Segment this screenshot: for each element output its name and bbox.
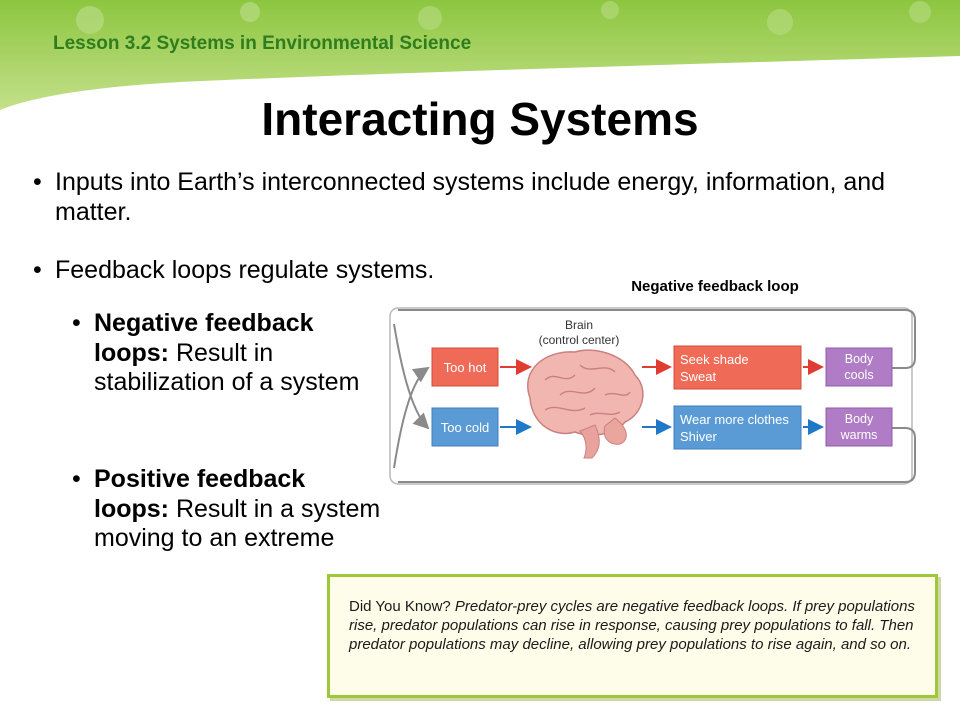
sub-bullet-term: Negative feedback loops: (94, 309, 314, 367)
feedback-path-bottom (398, 427, 916, 483)
crossing-path-1 (393, 323, 430, 430)
hot-response-label-1: Seek shade (680, 352, 749, 367)
feedback-loop-diagram: Too hot Too cold Brain (control center) … (389, 307, 916, 485)
hot-response-box (673, 345, 802, 390)
brain-illustration (527, 349, 644, 459)
bullet-text: Feedback loops regulate systems. (55, 256, 435, 284)
bullet-dot: • (33, 168, 42, 196)
brain-sublabel: (control center) (539, 333, 620, 347)
bullet-dot: • (72, 309, 81, 337)
page-title: Interacting Systems (261, 93, 699, 145)
bullet-feedback: • Feedback loops regulate systems. (33, 255, 655, 285)
sub-bullet-negative: • Negative feedback loops: Result in sta… (72, 309, 384, 398)
body-warms-box (825, 407, 893, 447)
bullet-dot: • (72, 465, 81, 493)
body-warms-label-2: warms (840, 428, 878, 442)
body-cools-box (825, 347, 893, 387)
did-you-know-text: Did You Know? Predator-prey cycles are n… (349, 597, 919, 654)
bullet-inputs: • Inputs into Earth’s interconnected sys… (33, 167, 915, 227)
sub-bullet-text: Result in a system moving to an extreme (94, 494, 381, 553)
cold-response-label-1: Wear more clothes (680, 412, 789, 427)
hot-response-label-2: Sweat (680, 369, 717, 384)
brain-label: Brain (565, 318, 593, 332)
did-you-know-body: Predator-prey cycles are negative feedba… (349, 598, 915, 653)
body-cools-label-2: cools (844, 368, 873, 382)
body-warms-label-1: Body (845, 412, 874, 426)
sub-bullet-term: Positive feedback loops: (94, 465, 306, 523)
feedback-path-top (398, 309, 916, 369)
lesson-label: Lesson 3.2 Systems in Environmental Scie… (53, 33, 472, 54)
header-banner (0, 0, 960, 110)
did-you-know-box: Did You Know? Predator-prey cycles are n… (327, 574, 938, 698)
too-cold-label: Too cold (441, 420, 489, 435)
loop-frame (389, 307, 913, 485)
bullet-text: Inputs into Earth’s interconnected syste… (55, 168, 886, 226)
too-hot-box (431, 347, 499, 387)
too-cold-box (431, 407, 499, 447)
cold-response-label-2: Shiver (680, 429, 718, 444)
bullet-dot: • (33, 256, 42, 284)
crossing-path-2 (393, 366, 430, 469)
body-cools-label-1: Body (845, 352, 874, 366)
sub-bullet-text: Result in stabilization of a system (94, 338, 360, 397)
sub-bullet-positive: • Positive feedback loops: Result in a s… (72, 465, 384, 554)
did-you-know-lead: Did You Know? (349, 598, 451, 615)
figure-title: Negative feedback loop (631, 278, 799, 295)
cold-response-box (673, 405, 802, 450)
too-hot-label: Too hot (444, 360, 487, 375)
